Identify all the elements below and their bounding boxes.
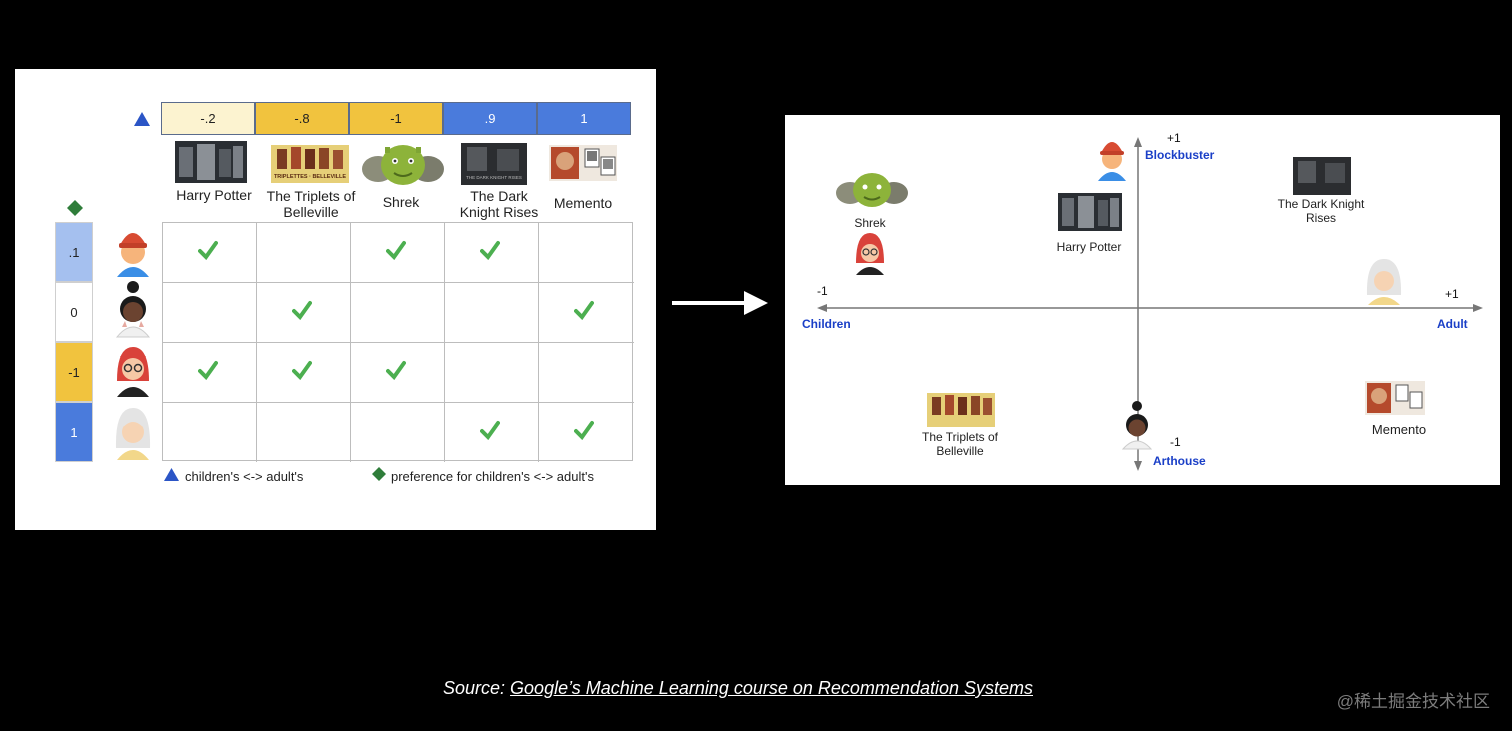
checkmark-icon (198, 241, 218, 260)
movie-label-harry-potter: Harry Potter (176, 187, 252, 203)
embedding-map-panel: -1 +1 +1 -1 Children Adult Blockbuster A… (785, 115, 1500, 485)
checkmark-icon (198, 361, 218, 380)
x-neg-label: Children (802, 317, 851, 331)
movie-score-harry-potter: -.2 (161, 102, 255, 135)
watermark: @稀土掘金技术社区 (1336, 692, 1490, 711)
y-neg-number: -1 (1170, 435, 1181, 449)
arrow-right-icon (672, 291, 768, 315)
shrek-poster (362, 145, 444, 185)
source-prefix: Source: (443, 678, 511, 698)
map-avatar-red-hat (1098, 142, 1126, 181)
map-harry-potter-poster (1058, 193, 1122, 231)
movie-score-dark-knight: .9 (443, 102, 537, 135)
svg-text:THE DARK KNIGHT RISES: THE DARK KNIGHT RISES (466, 175, 522, 180)
dark-knight-poster: THE DARK KNIGHT RISES (461, 143, 527, 185)
legend-diamond-text: preference for children's <-> adult's (391, 469, 594, 484)
x-pos-label: Adult (1437, 317, 1468, 331)
checkmark-icon (574, 421, 594, 440)
map-label-triplets: The Triplets of Belleville (921, 430, 999, 458)
diamond-icon (67, 200, 83, 216)
user-avatar-grey-hair (115, 408, 151, 460)
legend-diamond-icon (372, 467, 386, 481)
rating-matrix-panel: -.2 -.8 -1 .9 1 TRIPLETTES · BELLEVILLE … (15, 69, 656, 530)
user-score-3: -1 (55, 342, 93, 402)
user-avatar-red-hair (117, 347, 149, 397)
movie-label-dark-knight: The Dark Knight Rises (459, 188, 539, 220)
map-label-shrek: Shrek (854, 216, 886, 230)
y-pos-number: +1 (1167, 131, 1181, 145)
movie-label-shrek: Shrek (382, 194, 420, 210)
legend-triangle-text: children's <-> adult's (185, 469, 304, 484)
x-neg-number: -1 (817, 284, 828, 298)
memento-poster (549, 145, 617, 181)
axes (817, 137, 1483, 471)
checkmark-icon (386, 241, 406, 260)
x-pos-number: +1 (1445, 287, 1459, 301)
map-dark-knight-poster (1293, 157, 1351, 195)
svg-text:TRIPLETTES · BELLEVILLE: TRIPLETTES · BELLEVILLE (274, 174, 346, 180)
checkmark-icon (386, 361, 406, 380)
user-score-4: 1 (55, 402, 93, 462)
harry-potter-poster (175, 141, 247, 183)
checkmark-icon (574, 301, 594, 320)
movie-score-memento: 1 (537, 102, 631, 135)
movie-score-shrek: -1 (349, 102, 443, 135)
checkmark-layer (162, 222, 634, 462)
map-label-memento: Memento (1371, 422, 1427, 437)
map-label-harry-potter: Harry Potter (1056, 240, 1122, 254)
source-caption: Source: Google’s Machine Learning course… (0, 678, 1476, 699)
user-score-1: .1 (55, 222, 93, 282)
legend-triangle-icon (164, 468, 179, 481)
map-avatar-red-hair (856, 233, 884, 275)
movie-label-memento: Memento (553, 195, 613, 211)
checkmark-icon (480, 241, 500, 260)
triplets-poster: TRIPLETTES · BELLEVILLE (271, 145, 349, 183)
user-avatar-red-hat (117, 233, 149, 277)
map-label-dark-knight: The Dark Knight Rises (1277, 197, 1365, 225)
source-link[interactable]: Google’s Machine Learning course on Reco… (510, 678, 1033, 698)
map-avatar-bun (1121, 401, 1153, 450)
y-neg-label: Arthouse (1153, 454, 1206, 468)
rating-grid (162, 222, 634, 462)
map-shrek-poster (836, 173, 908, 207)
user-score-2: 0 (55, 282, 93, 342)
checkmark-icon (480, 421, 500, 440)
y-pos-label: Blockbuster (1145, 148, 1215, 162)
map-memento-poster (1365, 381, 1425, 415)
movie-label-triplets: The Triplets of Belleville (266, 188, 356, 220)
checkmark-icon (292, 301, 312, 320)
user-avatar-bun (115, 281, 151, 338)
triangle-icon (134, 112, 150, 126)
map-triplets-poster (927, 393, 995, 427)
map-avatar-grey-hair (1366, 259, 1402, 305)
movie-score-triplets: -.8 (255, 102, 349, 135)
checkmark-icon (292, 361, 312, 380)
